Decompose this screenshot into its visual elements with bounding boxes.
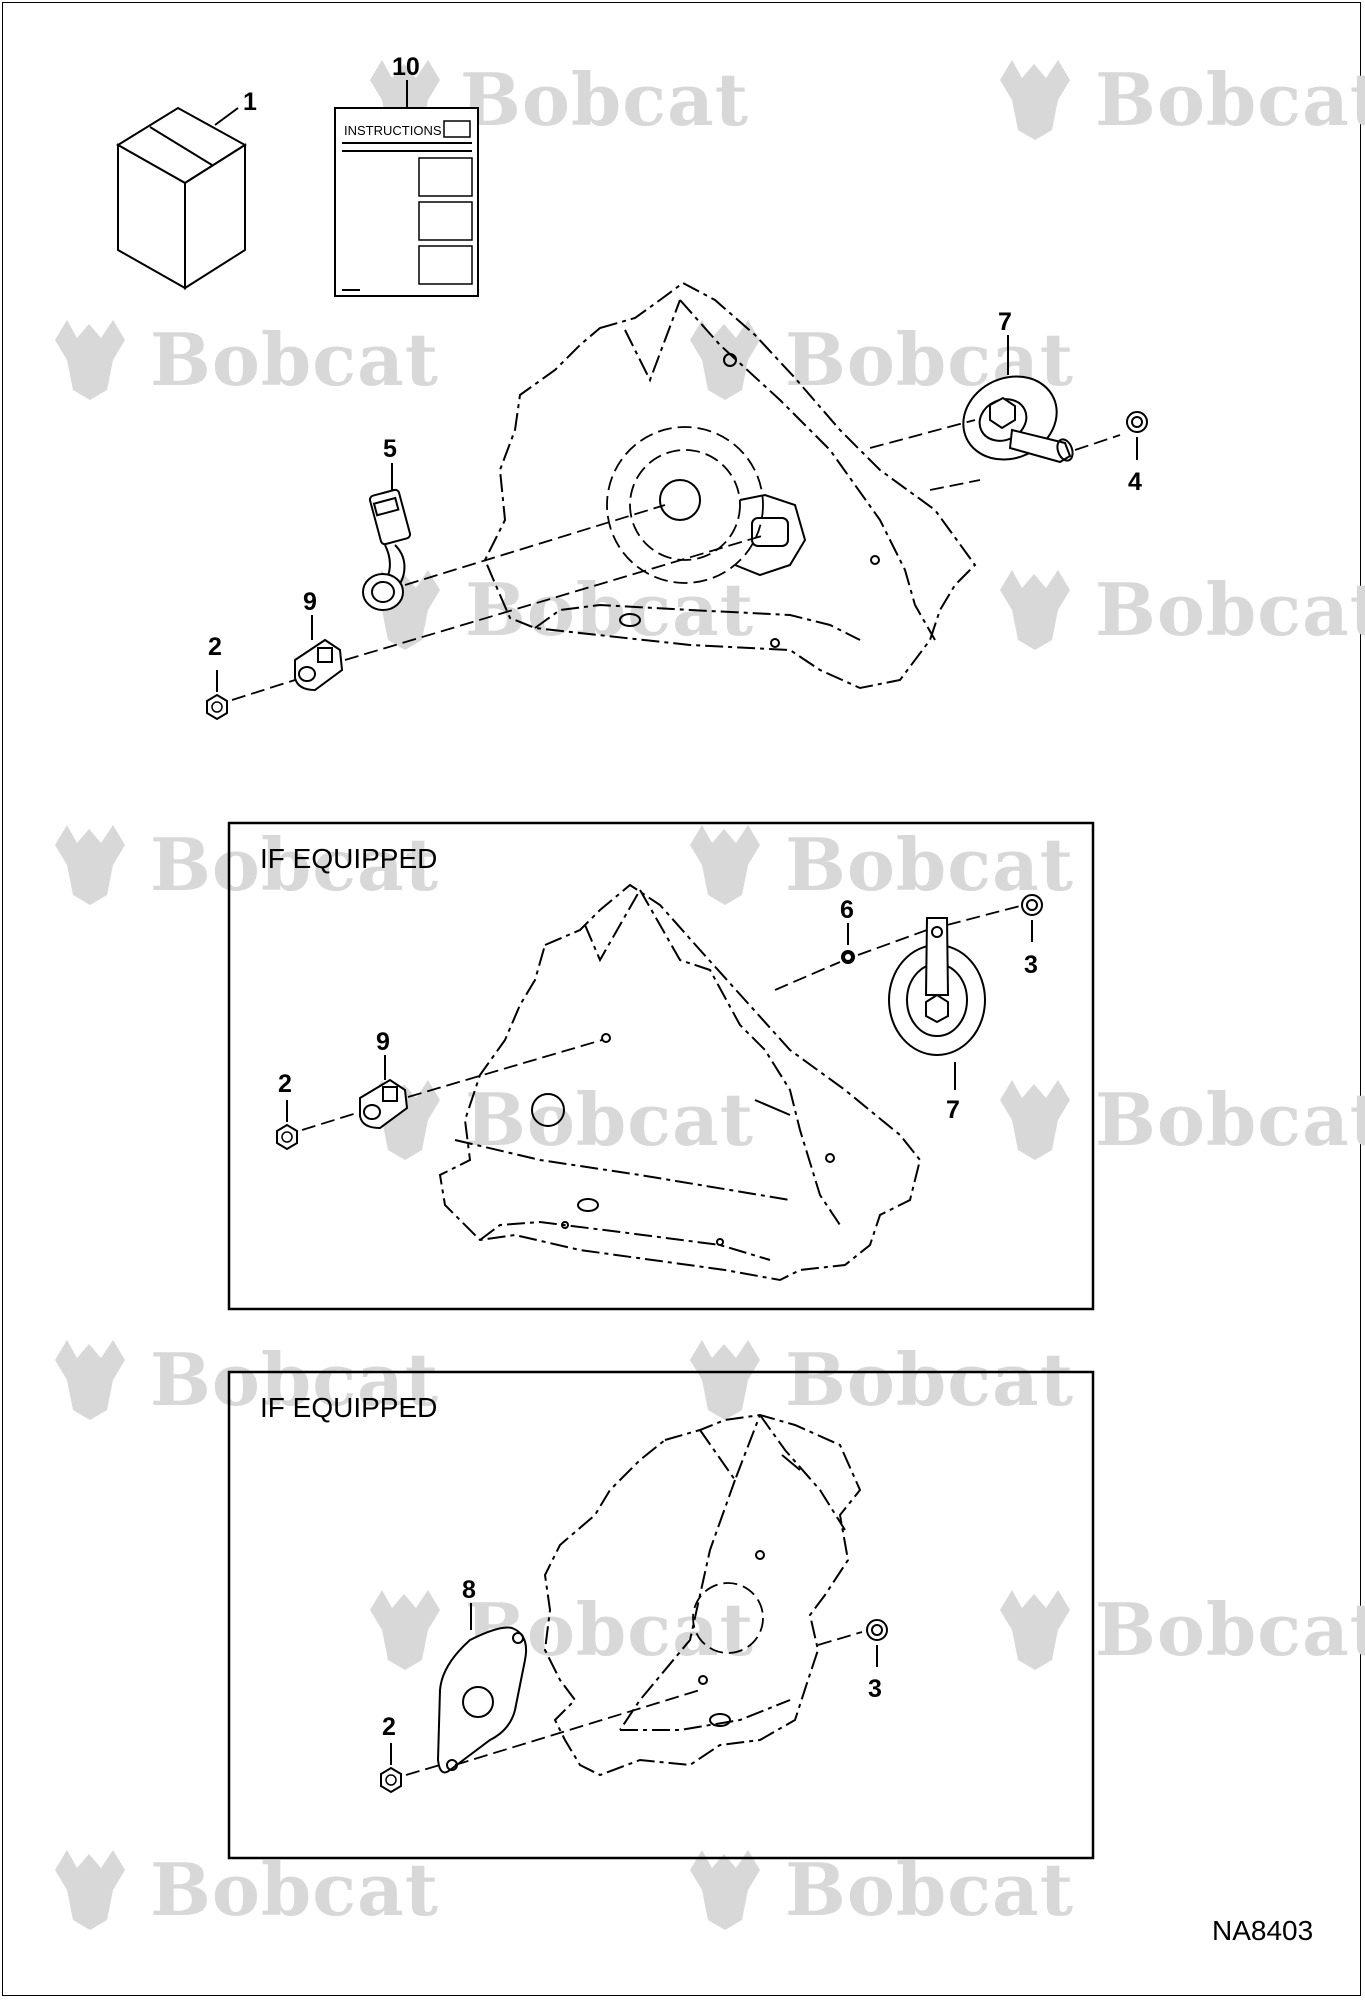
assembly-line xyxy=(405,1764,441,1776)
assembly-line xyxy=(231,679,296,701)
frame-bracket-panel-2 xyxy=(543,1413,862,1777)
watermarks: Bobcat Bobcat Bobcat Bobcat Bobcat Bobca… xyxy=(55,57,1365,1932)
watermark-text: Bobcat xyxy=(1095,1587,1365,1672)
watermark-text: Bobcat xyxy=(1095,57,1365,142)
callout-2: 2 xyxy=(208,633,222,661)
assembly-line xyxy=(774,961,841,991)
connector xyxy=(362,488,412,611)
callout-5: 5 xyxy=(383,435,397,463)
watermark-text: Bobcat xyxy=(785,1847,1074,1932)
assembly-line xyxy=(301,1111,361,1131)
kit-box xyxy=(116,106,247,290)
watermark-text: Bobcat xyxy=(150,1847,439,1932)
callout-7: 7 xyxy=(998,308,1012,336)
watermark-text: Bobcat xyxy=(785,1337,1074,1422)
panel-1-heading: IF EQUIPPED xyxy=(260,843,437,874)
instructions-sheet: INSTRUCTIONS xyxy=(334,107,479,297)
washer-panel-1 xyxy=(841,950,855,964)
assembly-line xyxy=(407,1039,603,1098)
assembly-line xyxy=(929,479,981,491)
callout-2: 2 xyxy=(382,1713,396,1741)
assembly-line xyxy=(857,929,928,956)
frame-bracket-panel-1 xyxy=(438,883,922,1282)
horn-panel-1 xyxy=(888,917,986,1056)
nut-panel-1-left xyxy=(276,1124,298,1150)
assembly-line xyxy=(404,504,666,586)
callout-1: 1 xyxy=(243,88,257,116)
horn-top xyxy=(962,375,1074,464)
watermark-text: Bobcat xyxy=(1095,1077,1365,1162)
callout-10: 10 xyxy=(392,53,420,81)
nut-top-right xyxy=(1126,411,1148,433)
callout-6: 6 xyxy=(840,896,854,924)
callout-9: 9 xyxy=(376,1028,390,1056)
assembly-line xyxy=(946,905,1021,926)
nut-panel-2-right xyxy=(866,1619,888,1641)
nut-panel-2-left xyxy=(380,1767,402,1793)
callout-8: 8 xyxy=(462,1576,476,1604)
callout-9: 9 xyxy=(303,588,317,616)
bracket-top xyxy=(294,638,344,692)
assembly-line xyxy=(817,1631,863,1646)
assembly-line xyxy=(454,1689,701,1766)
assembly-line xyxy=(1074,434,1121,451)
panel-2 xyxy=(227,1370,1095,1860)
panel-1 xyxy=(227,821,1095,1311)
watermark-text: Bobcat xyxy=(150,1337,439,1422)
nut-top-left xyxy=(206,694,228,720)
watermark-text: Bobcat xyxy=(150,317,439,402)
instructions-title: INSTRUCTIONS xyxy=(344,123,442,138)
panel-2-heading: IF EQUIPPED xyxy=(260,1392,437,1423)
callout-2: 2 xyxy=(278,1070,292,1098)
nut-panel-1-right xyxy=(1021,894,1043,916)
frame-bracket-top xyxy=(483,281,977,690)
watermark-text: Bobcat xyxy=(150,822,439,907)
callout-4: 4 xyxy=(1128,468,1142,496)
callout-3: 3 xyxy=(1024,951,1038,979)
drawing-number: NA8403 xyxy=(1212,1915,1313,1946)
plate-panel-2 xyxy=(436,1626,528,1774)
bracket-panel-1 xyxy=(359,1078,409,1130)
callout-7: 7 xyxy=(946,1096,960,1124)
watermark-text: Bobcat xyxy=(465,567,754,652)
assembly-line xyxy=(869,419,976,449)
watermark-text: Bobcat xyxy=(1095,567,1365,652)
watermark-text: Bobcat xyxy=(465,1077,754,1162)
leader-line xyxy=(214,107,239,126)
assembly-line xyxy=(344,534,766,661)
watermark-text: Bobcat xyxy=(785,822,1074,907)
callout-3: 3 xyxy=(868,1675,882,1703)
watermark-text: Bobcat xyxy=(460,57,749,142)
